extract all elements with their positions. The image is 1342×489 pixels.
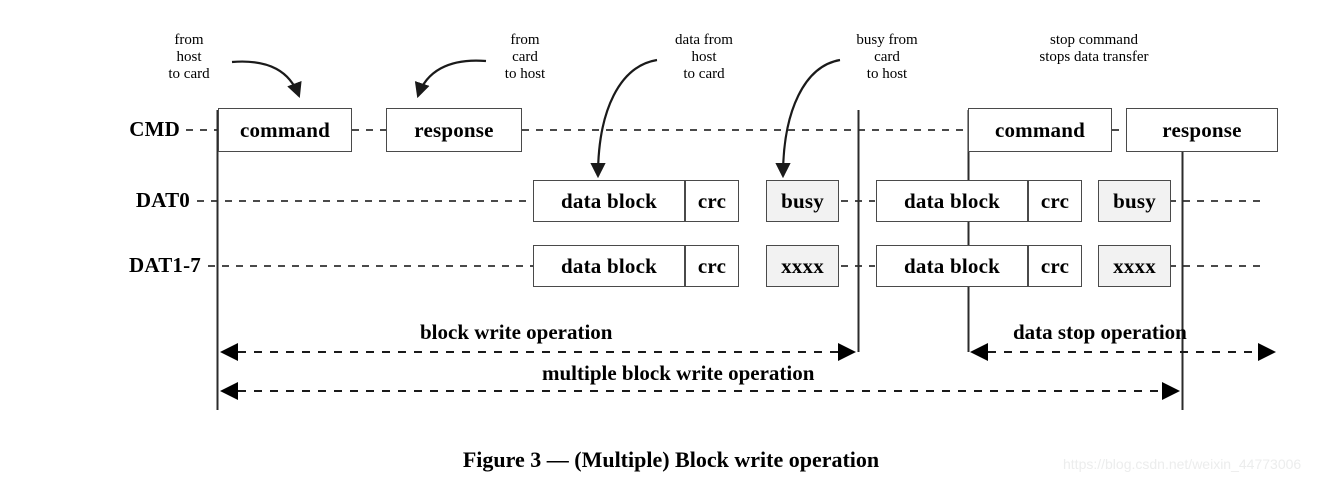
dat17-data-block-2-box[interactable]: data block: [876, 245, 1028, 287]
callout-data-from-host-to-card: data from host to card: [675, 32, 733, 82]
label-multiple-block-write-operation: multiple block write operation: [542, 361, 815, 385]
row-label-dat0: DAT0: [135, 188, 190, 212]
cmd-response-1-box[interactable]: response: [386, 108, 522, 152]
figure-caption: Figure 3 — (Multiple) Block write operat…: [462, 447, 880, 472]
dat0-busy-2-box[interactable]: busy: [1098, 180, 1171, 222]
callout-from-card-to-host: from card to host: [504, 32, 546, 82]
dat17-crc-1-box[interactable]: crc: [685, 245, 739, 287]
label-data-stop-operation: data stop operation: [1013, 320, 1187, 344]
callout-arrow-busy-from-card-to-host: [775, 58, 841, 179]
dat0-crc-1-box[interactable]: crc: [685, 180, 739, 222]
dat17-xxxx-1-box[interactable]: xxxx: [766, 245, 839, 287]
callout-stop-command-note: stop command stops data transfer: [1039, 32, 1149, 65]
watermark-text: https://blog.csdn.net/weixin_44773006: [1063, 456, 1302, 472]
dat0-data-block-2-box[interactable]: data block: [876, 180, 1028, 222]
dat0-data-block-1-box[interactable]: data block: [533, 180, 685, 222]
row-label-dat1-7: DAT1-7: [129, 253, 201, 277]
dat17-xxxx-2-box[interactable]: xxxx: [1098, 245, 1171, 287]
dat17-crc-2-box[interactable]: crc: [1028, 245, 1082, 287]
cmd-response-2-box[interactable]: response: [1126, 108, 1278, 152]
cmd-command-1-box[interactable]: command: [218, 108, 352, 152]
dat0-busy-1-box[interactable]: busy: [766, 180, 839, 222]
cmd-command-2-box[interactable]: command: [968, 108, 1112, 152]
callout-arrow-from-host-to-card: [231, 60, 302, 99]
dat17-data-block-1-box[interactable]: data block: [533, 245, 685, 287]
label-block-write-operation: block write operation: [420, 320, 613, 344]
dat0-crc-2-box[interactable]: crc: [1028, 180, 1082, 222]
callout-arrow-data-from-host-to-card: [590, 58, 658, 179]
callout-busy-from-card-to-host: busy from card to host: [856, 32, 918, 82]
row-label-cmd: CMD: [129, 117, 180, 141]
callout-arrow-from-card-to-host: [414, 59, 487, 99]
callout-from-host-to-card: from host to card: [168, 32, 210, 82]
